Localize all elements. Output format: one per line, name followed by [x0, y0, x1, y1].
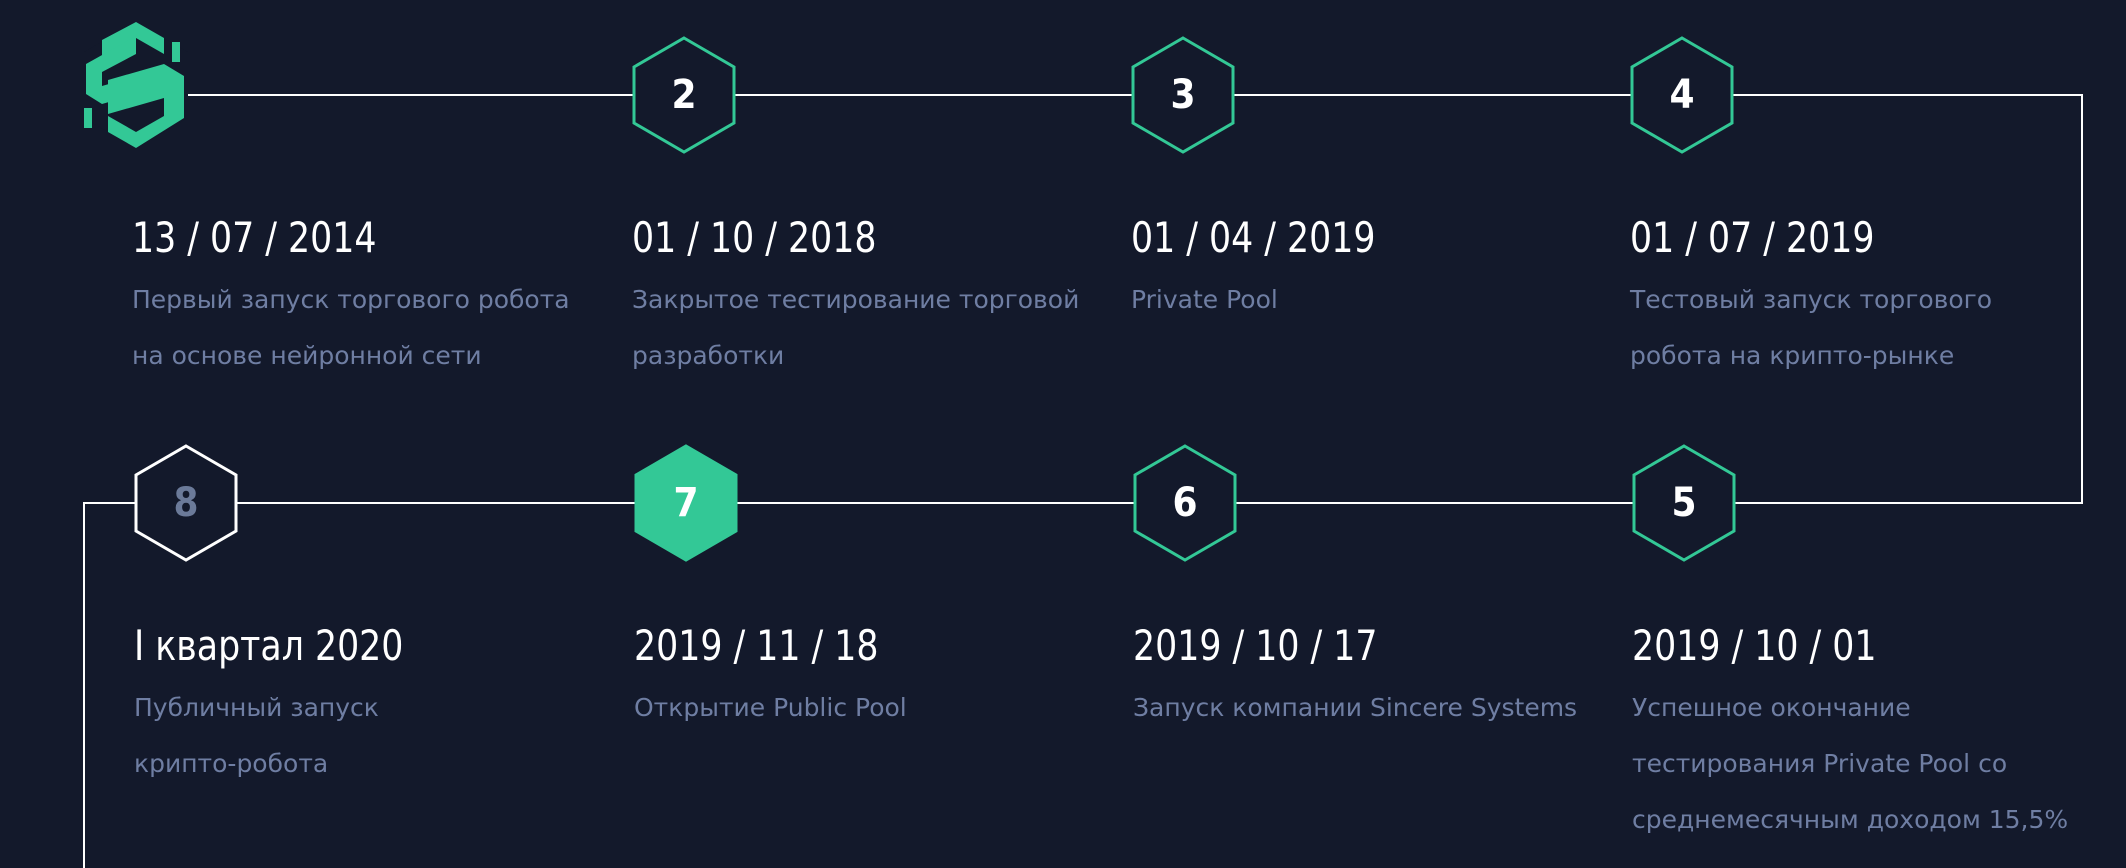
milestone-3-hexagon: 3: [1131, 36, 1235, 154]
milestone-number: 7: [673, 480, 699, 526]
milestone-7-hexagon: 7: [634, 444, 738, 562]
milestone-number: 4: [1669, 72, 1695, 118]
milestone-description: Успешное окончание тестирования Private …: [1632, 680, 2092, 848]
milestone-description: Первый запуск торгового робота на основе…: [132, 272, 592, 384]
milestone-5: 2019 / 10 / 01 Успешное окончание тестир…: [1632, 620, 2092, 848]
milestone-4-hexagon: 4: [1630, 36, 1734, 154]
milestone-description: Публичный запуск крипто-робота: [134, 680, 594, 792]
milestone-description: Открытие Public Pool: [634, 680, 1094, 736]
milestone-date: 01 / 07 / 2019: [1630, 213, 1875, 262]
milestone-6-hexagon: 6: [1133, 444, 1237, 562]
milestone-description: Запуск компании Sincere Systems: [1133, 680, 1593, 736]
milestone-date: 13 / 07 / 2014: [132, 213, 377, 262]
milestone-number: 2: [671, 72, 697, 118]
description-line: крипто-робота: [134, 749, 329, 778]
milestone-date: 2019 / 10 / 01: [1632, 621, 1877, 670]
milestone-1: 13 / 07 / 2014 Первый запуск торгового р…: [132, 212, 592, 384]
description-line: Успешное окончание: [1632, 693, 1911, 722]
description-line: Тестовый запуск торгового: [1630, 285, 1993, 314]
milestone-6: 2019 / 10 / 17 Запуск компании Sincere S…: [1133, 620, 1593, 736]
milestone-date: 01 / 04 / 2019: [1131, 213, 1376, 262]
milestone-5-hexagon: 5: [1632, 444, 1736, 562]
milestone-description: Закрытое тестирование торговой разработк…: [632, 272, 1092, 384]
description-line: разработки: [632, 341, 785, 370]
milestone-8: I квартал 2020 Публичный запуск крипто-р…: [134, 620, 594, 792]
description-line: робота на крипто-рынке: [1630, 341, 1955, 370]
milestone-8-hexagon: 8: [134, 444, 238, 562]
description-line: Открытие Public Pool: [634, 693, 907, 722]
milestone-number: 8: [173, 480, 199, 526]
description-line: тестирования Private Pool со: [1632, 749, 2008, 778]
milestone-number: 3: [1170, 72, 1196, 118]
milestone-7: 2019 / 11 / 18 Открытие Public Pool: [634, 620, 1094, 736]
description-line: Закрытое тестирование торговой: [632, 285, 1080, 314]
description-line: Запуск компании Sincere Systems: [1133, 693, 1578, 722]
milestone-4: 01 / 07 / 2019 Тестовый запуск торгового…: [1630, 212, 2090, 384]
milestone-date: 01 / 10 / 2018: [632, 213, 877, 262]
description-line: Private Pool: [1131, 285, 1278, 314]
milestone-date: 2019 / 10 / 17: [1133, 621, 1378, 670]
description-line: Публичный запуск: [134, 693, 379, 722]
milestone-number: 6: [1172, 480, 1198, 526]
description-line: Первый запуск торгового робота: [132, 285, 570, 314]
milestone-number: 5: [1671, 480, 1697, 526]
milestone-date: 2019 / 11 / 18: [634, 621, 879, 670]
sincere-systems-logo-icon: [80, 20, 192, 150]
milestone-date: I квартал 2020: [134, 621, 404, 670]
milestone-2-hexagon: 2: [632, 36, 736, 154]
description-line: на основе нейронной сети: [132, 341, 482, 370]
milestone-3: 01 / 04 / 2019 Private Pool: [1131, 212, 1591, 328]
description-line: среднемесячным доходом 15,5%: [1632, 805, 2069, 834]
milestone-description: Private Pool: [1131, 272, 1591, 328]
milestone-description: Тестовый запуск торгового робота на крип…: [1630, 272, 2090, 384]
milestone-2: 01 / 10 / 2018 Закрытое тестирование тор…: [632, 212, 1092, 384]
